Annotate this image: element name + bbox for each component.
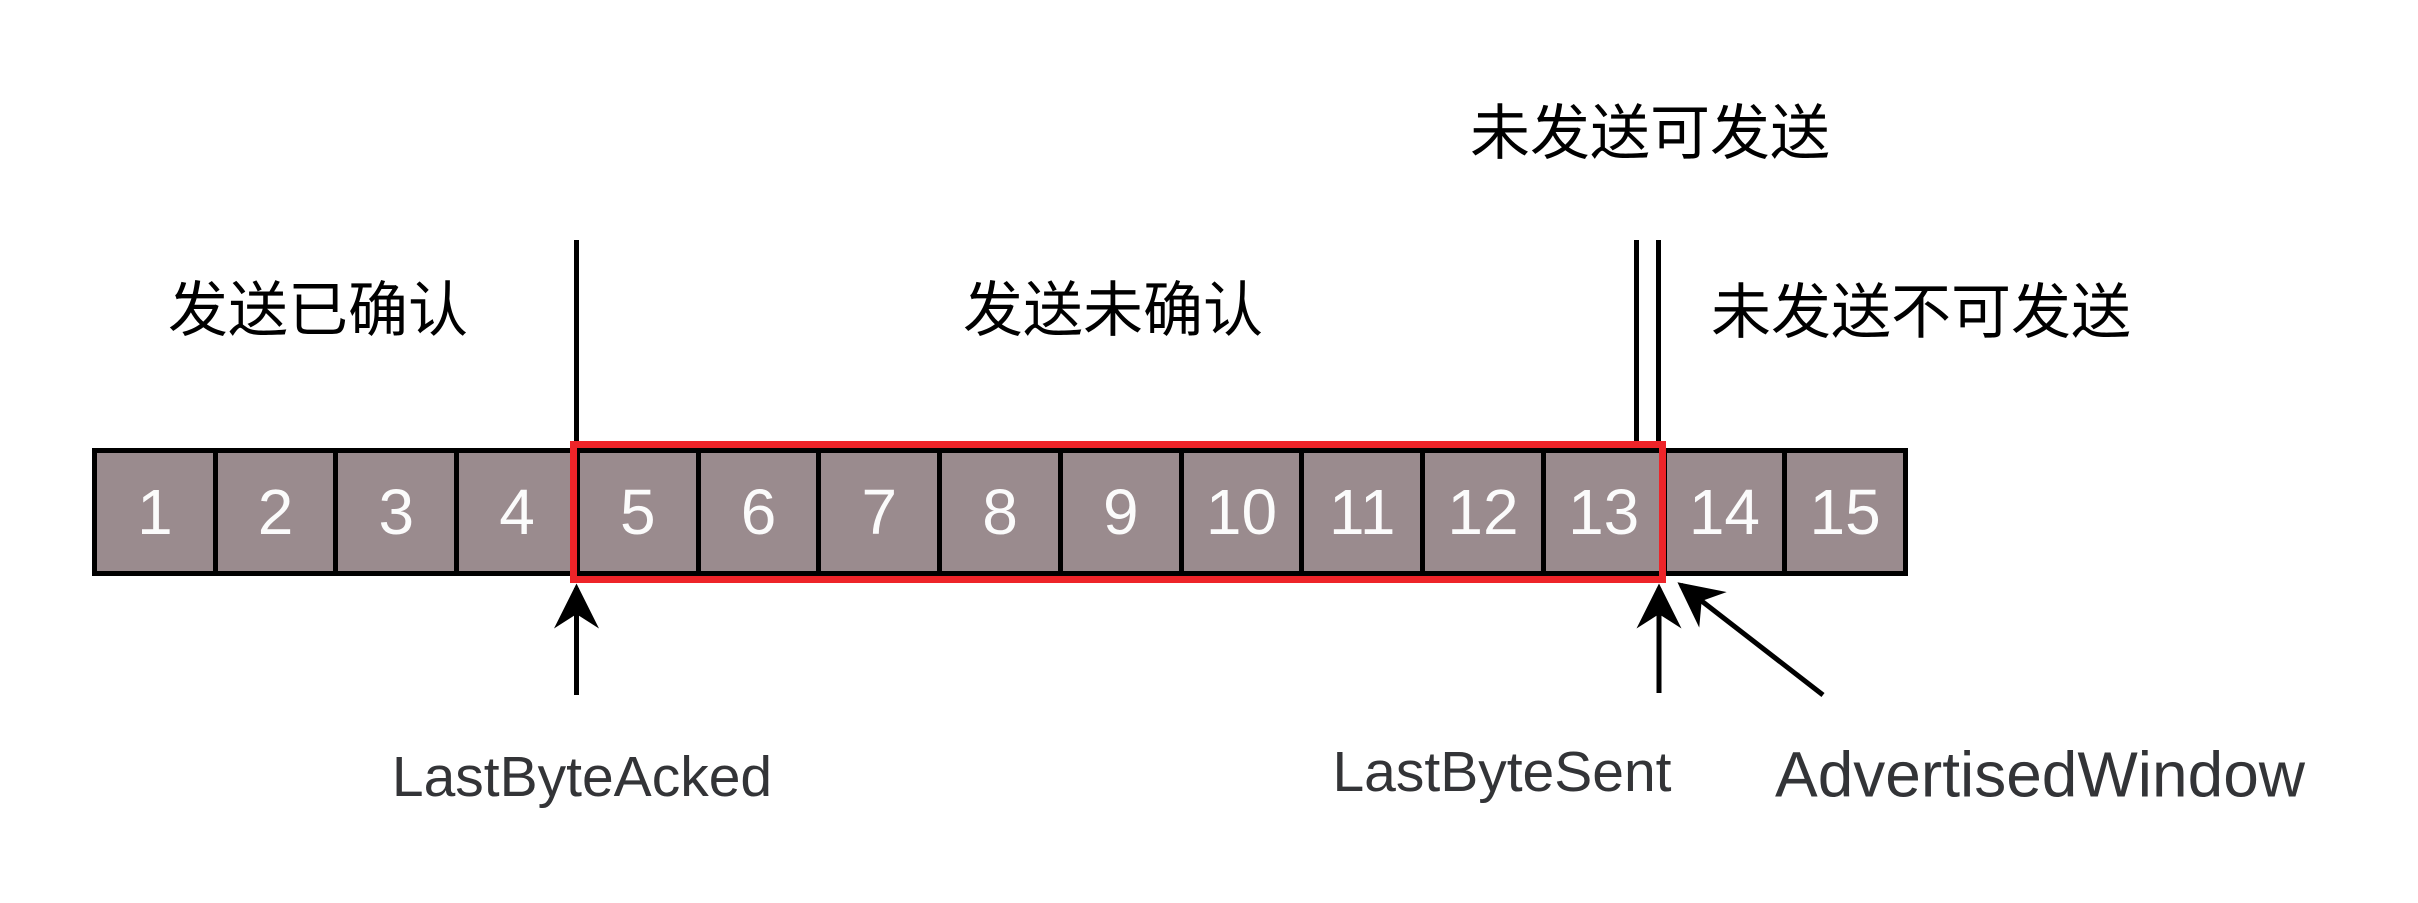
label-sent-and-acked: 发送已确认 bbox=[168, 277, 468, 344]
last-byte-acked-boundary-line bbox=[574, 240, 579, 450]
sequence-box-3: 3 bbox=[333, 453, 455, 571]
label-last-byte-sent: LastByteSent bbox=[1332, 739, 1672, 804]
sequence-box-13: 13 bbox=[1540, 453, 1662, 571]
label-unsent-sendable: 未发送可发送 bbox=[1470, 100, 1830, 167]
sequence-box-4: 4 bbox=[454, 453, 575, 571]
sequence-box-11: 11 bbox=[1299, 453, 1421, 571]
window-end-boundary-line-left bbox=[1634, 240, 1639, 449]
advertised-window-arrow bbox=[1677, 582, 1825, 697]
sequence-box-7: 7 bbox=[816, 453, 938, 571]
sequence-box-1: 1 bbox=[97, 453, 213, 571]
sequence-box-5: 5 bbox=[574, 453, 696, 571]
sequence-box-10: 10 bbox=[1178, 453, 1300, 571]
sequence-box-2: 2 bbox=[212, 453, 334, 571]
label-sent-not-acked: 发送未确认 bbox=[963, 277, 1263, 344]
sequence-box-8: 8 bbox=[937, 453, 1058, 571]
sequence-box-12: 12 bbox=[1420, 453, 1541, 571]
window-end-boundary-line-right bbox=[1656, 240, 1661, 449]
sequence-box-row: 1 2 3 4 5 6 7 8 9 10 11 12 13 14 15 bbox=[92, 448, 1908, 576]
sequence-box-14: 14 bbox=[1661, 453, 1783, 571]
label-advertised-window: AdvertisedWindow bbox=[1775, 738, 2305, 811]
label-last-byte-acked: LastByteAcked bbox=[391, 744, 773, 809]
sequence-box-15: 15 bbox=[1782, 453, 1904, 571]
sequence-box-9: 9 bbox=[1057, 453, 1179, 571]
sequence-box-6: 6 bbox=[695, 453, 817, 571]
label-unsent-not-sendable: 未发送不可发送 bbox=[1711, 279, 2131, 346]
